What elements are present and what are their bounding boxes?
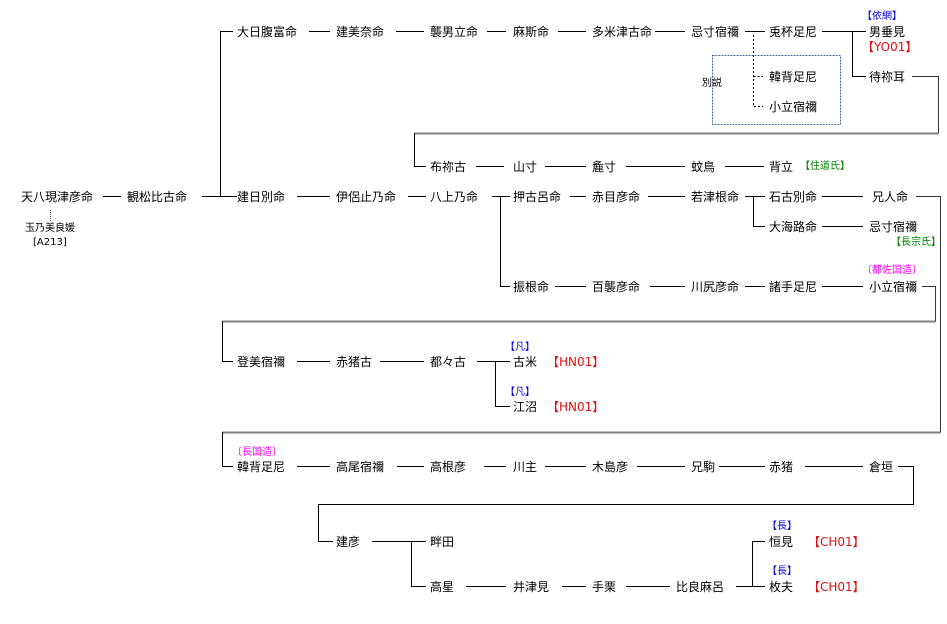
code-ch01-1: 【CH01】 xyxy=(808,535,865,549)
tag-nagamune: 【長宗氏】 xyxy=(891,237,941,248)
node-g1: 建彦 xyxy=(336,535,361,549)
node-e2: 赤猪古 xyxy=(336,355,373,369)
node-c2: 伊侶止乃命 xyxy=(336,190,397,204)
node-a7: 兎杯足尼 xyxy=(769,25,818,39)
tag-naga-2: 【長】 xyxy=(767,566,797,577)
node-ame-yatsu-utsushi: 天八現津彦命 xyxy=(21,190,94,204)
spouse-name: 玉乃美良媛 xyxy=(25,223,75,234)
wrap-c8-down xyxy=(222,432,233,467)
node-d1: 振根命 xyxy=(513,280,550,294)
node-b5: 背立 xyxy=(769,160,794,174)
branch-c3-d1 xyxy=(500,196,510,287)
branch-g1-g3 xyxy=(411,541,426,587)
branch-e3-e5 xyxy=(495,361,510,407)
wrap-c8-right xyxy=(916,196,941,433)
wrap-f8-to-g1 xyxy=(318,466,914,542)
node-f1: 韓背足尼 xyxy=(237,460,286,474)
node-d5: 小立宿禰 xyxy=(869,280,918,294)
node-c5: 赤目彦命 xyxy=(592,190,641,204)
alt-dashed-branch xyxy=(753,35,763,107)
line-a7-a9 xyxy=(852,31,866,77)
node-e1: 登美宿禰 xyxy=(237,355,286,369)
node-alt1: 韓背足尼 xyxy=(769,70,818,84)
node-c6: 若津根命 xyxy=(691,190,740,204)
node-c4: 押古呂命 xyxy=(513,190,562,204)
wrap-d5-down xyxy=(222,321,233,362)
node-g5: 手栗 xyxy=(592,580,617,594)
node-a3: 襲男立命 xyxy=(430,25,479,39)
alt-theory-label: 別説 xyxy=(702,78,722,89)
node-e5: 江沼 xyxy=(513,400,538,414)
wrap-a9-right xyxy=(912,76,939,134)
node-a4: 麻斯命 xyxy=(513,25,550,39)
node-g6: 比良麻呂 xyxy=(676,580,725,594)
node-c7: 石古別命 xyxy=(769,190,818,204)
node-g8: 枚夫 xyxy=(769,580,794,594)
node-e4: 古米 xyxy=(513,355,538,369)
node-b1: 布祢古 xyxy=(430,160,467,174)
alt-theory-box xyxy=(712,55,841,125)
code-ch01-2: 【CH01】 xyxy=(808,580,865,594)
node-c10: 忌寸宿禰 xyxy=(869,220,918,234)
code-hn01-2: 【HN01】 xyxy=(547,400,605,414)
node-g4: 井津見 xyxy=(513,580,550,594)
node-g7: 恒見 xyxy=(769,535,794,549)
tag-oshi-1: 【凡】 xyxy=(505,342,535,353)
node-d4: 諸手足尼 xyxy=(769,280,818,294)
node-g2: 畔田 xyxy=(430,535,455,549)
node-f7: 赤猪 xyxy=(769,460,794,474)
node-a1: 大日腹富命 xyxy=(237,25,298,39)
node-f2: 高尾宿禰 xyxy=(336,460,385,474)
node-d3: 川尻彦命 xyxy=(691,280,740,294)
node-c8: 兄人命 xyxy=(872,190,909,204)
code-hn01-1: 【HN01】 xyxy=(547,355,605,369)
node-f4: 川主 xyxy=(513,460,538,474)
node-b3: 麁寸 xyxy=(592,160,617,174)
branch-c6-c9 xyxy=(753,196,765,227)
tag-naga-1: 【長】 xyxy=(767,521,797,532)
node-f3: 高根彦 xyxy=(430,460,467,474)
node-c1: 建日別命 xyxy=(237,190,286,204)
tag-naga-kuninomiyatsuko: 〔長国造〕 xyxy=(232,447,282,458)
wrap-a9-down xyxy=(414,133,426,167)
code-yo01: 【YO01】 xyxy=(862,40,918,54)
node-a9: 待祢耳 xyxy=(869,70,906,84)
tag-sumimichi: 【住道氏】 xyxy=(800,161,850,172)
node-b4: 蚊鳥 xyxy=(691,160,716,174)
node-f5: 木島彦 xyxy=(592,460,629,474)
node-c3: 八上乃命 xyxy=(430,190,479,204)
branch-g6-g7 xyxy=(752,541,765,586)
node-d2: 百襲彦命 xyxy=(592,280,641,294)
node-f8: 倉垣 xyxy=(869,460,894,474)
node-g3: 高星 xyxy=(430,580,455,594)
node-e3: 都々古 xyxy=(430,355,467,369)
node-a8: 男垂見 xyxy=(869,25,906,39)
spouse-ref: [A213] xyxy=(33,237,67,248)
tag-tosa-kuninomiyatsuko: 〔都佐国造〕 xyxy=(862,265,922,276)
node-c9: 大海路命 xyxy=(769,220,818,234)
node-b2: 山寸 xyxy=(513,160,538,174)
node-a2: 建美奈命 xyxy=(336,25,385,39)
tag-yosami: 【依網】 xyxy=(862,11,902,22)
node-alt2: 小立宿禰 xyxy=(769,100,818,114)
tag-oshi-2: 【凡】 xyxy=(505,387,535,398)
node-a6: 忌寸宿禰 xyxy=(691,25,740,39)
node-f6: 兄駒 xyxy=(691,460,716,474)
node-kanshohiko: 観松比古命 xyxy=(127,190,188,204)
wrap-d5-right xyxy=(922,286,936,322)
node-a5: 多米津古命 xyxy=(592,25,653,39)
